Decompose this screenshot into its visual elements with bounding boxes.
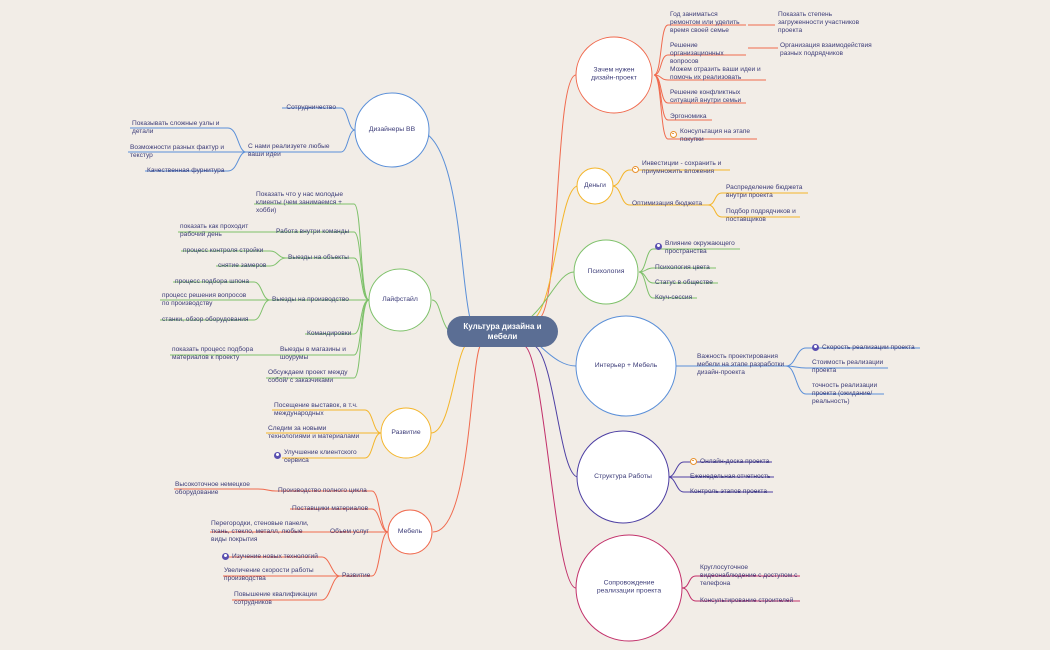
leaf-label[interactable]: Следим за новыми технологиями и материал… <box>268 425 360 441</box>
node-support-circle <box>575 534 683 642</box>
edge-root-interior <box>539 345 577 367</box>
edge-root-support <box>524 345 577 589</box>
leaf-label[interactable]: Командировки <box>307 330 352 337</box>
edge-root-development <box>430 345 466 434</box>
node-designers-circle <box>354 92 430 168</box>
leaf-label[interactable]: Повышение квалификации сотрудников <box>234 591 317 607</box>
leaf-label[interactable]: Увеличение скорости работы производства <box>224 567 314 583</box>
leaf-label[interactable]: Высокоточное немецкое оборудование <box>175 481 250 497</box>
leaf-label[interactable]: Обсуждаем проект между собой/ с заказчик… <box>268 369 348 385</box>
leaf-label[interactable]: Поставщики материалов <box>292 505 369 512</box>
leaf-label[interactable]: Объем услуг <box>330 528 369 535</box>
leaf-label[interactable]: Развитие <box>342 572 371 579</box>
leaf-label[interactable]: процесс решения вопросов по производству <box>162 292 247 308</box>
node-lifestyle-circle <box>368 268 432 332</box>
leaf-label[interactable]: показать как проходит рабочий день <box>180 223 249 239</box>
leaf-label[interactable]: Решение организационных вопросов <box>670 42 724 66</box>
info-orange-icon <box>670 131 677 138</box>
root-node[interactable]: Культура дизайна и мебели <box>447 316 558 347</box>
leaf-label[interactable]: Контроль этапов проекта <box>690 488 768 495</box>
edge-root-zachem <box>539 74 577 319</box>
edge-root-dengi <box>534 185 579 319</box>
leaf-label[interactable]: Скорость реализации проекта <box>822 344 915 351</box>
leaf-label[interactable]: Влияние окружающего пространства <box>665 240 735 256</box>
leaf-label[interactable]: Круглосуточное видеонаблюдение с доступо… <box>700 564 798 588</box>
leaf-label[interactable]: станки, обзор оборудования <box>162 316 249 323</box>
edge-root-designers <box>414 129 471 319</box>
leaf-label[interactable]: снятие замеров <box>218 262 267 269</box>
leaf-label[interactable]: точность реализации проекта (ожидание/ р… <box>812 382 878 406</box>
leaf-label[interactable]: Показать степень загруженности участнико… <box>778 11 860 35</box>
leaf-label[interactable]: Организация взаимодействия разных подряд… <box>780 42 872 58</box>
leaf-label[interactable]: Психология цвета <box>655 264 710 271</box>
leaf-label[interactable]: Можем отразить ваши идеи и помочь их реа… <box>670 66 761 82</box>
node-interior-title[interactable]: Интерьер + Мебель <box>594 361 658 369</box>
node-zachem-title[interactable]: Зачем нужен дизайн-проект <box>591 66 637 82</box>
leaf-label[interactable]: Перегородки, стеновые панели, ткань, сте… <box>211 520 309 544</box>
leaf-label[interactable]: Изучение новых технологий <box>232 553 318 560</box>
leaf-label[interactable]: процесс контроля стройки <box>183 247 264 254</box>
leaf-label[interactable]: Выезды в магазины и шоурумы <box>280 346 346 362</box>
leaf-label[interactable]: Работа внутри команды <box>276 228 350 235</box>
leaf-label[interactable]: Оптимизация бюджета <box>632 200 703 207</box>
leaf-label[interactable]: Возможности разных фактур и текстур <box>130 144 225 160</box>
leaf-label[interactable]: Консультирование строителей <box>700 597 794 604</box>
edge-root-structure <box>534 345 579 478</box>
node-dengi-title[interactable]: Деньги <box>584 181 606 189</box>
person-icon <box>222 553 229 560</box>
leaf-label[interactable]: Коуч-сессия <box>655 294 693 301</box>
leaf-label[interactable]: Инвестиции - сохранить и приумножить вло… <box>642 160 722 176</box>
node-structure-circle <box>576 430 670 524</box>
leaf-label[interactable]: Распределение бюджета внутри проекта <box>726 184 803 200</box>
leaf-label[interactable]: Качественная фурнитура <box>147 167 225 174</box>
node-zachem-circle <box>575 36 653 114</box>
root-title: Культура дизайна и мебели <box>463 321 542 341</box>
info-orange-icon <box>690 458 697 465</box>
node-development-circle <box>380 407 432 459</box>
leaf-label[interactable]: Сотрудничество <box>286 104 336 111</box>
node-psychology-circle <box>573 239 639 305</box>
leaf-label[interactable]: Выезды на производство <box>272 296 349 303</box>
person-icon <box>655 243 662 250</box>
leaf-label[interactable]: показать процесс подбора материалов к пр… <box>172 346 254 362</box>
leaf-label[interactable]: С нами реализуете любые ваши идеи <box>248 143 330 159</box>
leaf-label[interactable]: Улучшение клиентского сервиса <box>284 449 357 465</box>
edge-root-furniture <box>432 345 481 533</box>
leaf-label[interactable]: Подбор подрядчиков и поставщиков <box>726 208 796 224</box>
node-structure-title[interactable]: Структура Работы <box>594 472 652 480</box>
leaf-label[interactable]: Онлайн-доска проекта <box>700 458 770 465</box>
leaf-label[interactable]: Показывать сложные узлы и детали <box>132 120 220 136</box>
node-furniture-circle <box>387 509 433 555</box>
node-development-title[interactable]: Развитие <box>391 428 421 436</box>
leaf-label[interactable]: Производство полного цикла <box>278 487 367 494</box>
node-support-title[interactable]: Сопровождение реализации проекта <box>596 579 662 595</box>
leaf-label[interactable]: Важность проектирования мебели на этапе … <box>697 353 785 377</box>
leaf-label[interactable]: Консультация на этапе покупки <box>680 128 751 144</box>
leaf-label[interactable]: Посещение выставок, в т.ч. международных <box>274 402 358 418</box>
person-icon <box>812 344 819 351</box>
node-lifestyle-title[interactable]: Лайфстайл <box>382 295 418 303</box>
node-interior-circle <box>575 315 677 417</box>
leaf-label[interactable]: Стоимость реализации проекта <box>812 359 884 375</box>
leaf-label[interactable]: Статус в обществе <box>655 279 713 286</box>
person-icon <box>274 452 281 459</box>
leaf-label[interactable]: Еженедельная отчетность <box>690 473 771 480</box>
info-orange-icon <box>632 166 639 173</box>
edge-root-lifestyle <box>431 299 449 331</box>
leaf-label[interactable]: Показать что у нас молодые клиенты (чем … <box>256 191 344 215</box>
node-psychology-title[interactable]: Психология <box>587 267 625 275</box>
node-dengi-circle <box>576 167 614 205</box>
node-designers-title[interactable]: Дизайнеры ВВ <box>368 125 416 133</box>
node-furniture-title[interactable]: Мебель <box>397 527 423 535</box>
leaf-label[interactable]: Год заниматься ремонтом или уделить врем… <box>670 11 740 35</box>
edge-root-psychology <box>529 271 575 319</box>
leaf-label[interactable]: Эргономика <box>670 113 707 120</box>
leaf-label[interactable]: Решение конфликтных ситуаций внутри семь… <box>670 89 742 105</box>
leaf-label[interactable]: процесс подбора шпона <box>175 278 250 285</box>
leaf-label[interactable]: Выезды на объекты <box>288 254 349 261</box>
